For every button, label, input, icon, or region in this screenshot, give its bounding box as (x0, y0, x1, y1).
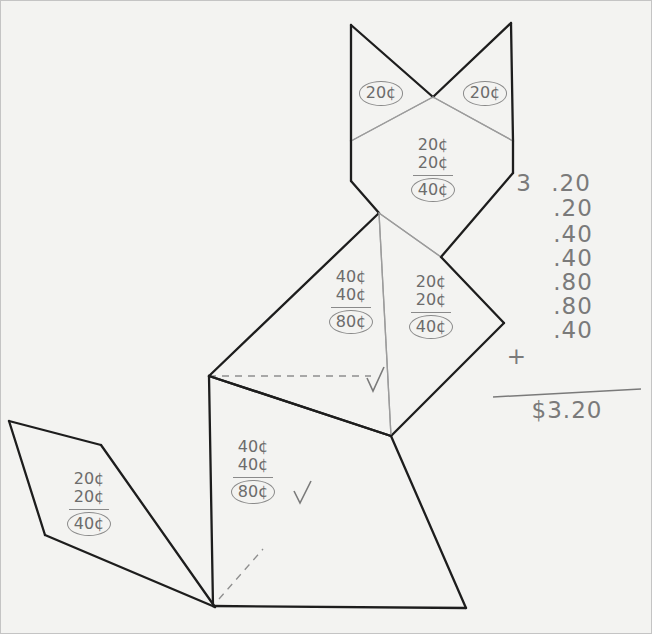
piece-edge (209, 213, 379, 376)
sum-figure: .40 (553, 222, 593, 247)
piece-outline (6, 418, 218, 610)
sum-figure: .80 (553, 270, 593, 295)
tangram-piece: 20¢20¢ 40¢ (6, 418, 218, 610)
price-stack: 20¢ (463, 80, 508, 105)
dashed-line (209, 375, 371, 376)
piece-edge (351, 97, 433, 141)
price-stack: 20¢20¢ 40¢ (411, 136, 456, 202)
price-text: 20¢ (416, 273, 447, 291)
piece-edge (441, 173, 513, 257)
piece-edge (213, 606, 466, 608)
price-text: 20¢ (416, 291, 447, 309)
tangram-piece: 20¢20¢ 40¢ (376, 210, 507, 439)
sum-figure: $3.20 (532, 398, 603, 423)
piece-edge (391, 323, 504, 436)
sum-rule (233, 477, 273, 478)
circled-total: 80¢ (329, 310, 374, 334)
circled-total: 20¢ (359, 81, 404, 105)
piece-edge (351, 97, 433, 141)
piece-edge (351, 181, 379, 213)
price-text: 20¢ (74, 488, 105, 506)
check-mark (294, 481, 311, 503)
piece-outline (348, 22, 436, 144)
circled-total: 40¢ (67, 512, 112, 536)
sum-figure: .20 (551, 171, 591, 196)
piece-edge (209, 376, 213, 606)
sum-rule (493, 389, 641, 397)
sum-figure: .40 (553, 318, 593, 343)
sum-figure: .40 (553, 246, 593, 271)
price-stack: 40¢40¢ 80¢ (231, 438, 276, 504)
sum-rule (411, 312, 451, 313)
piece-edge (379, 213, 391, 436)
piece-edge (379, 213, 391, 436)
price-stack: 20¢20¢ 40¢ (409, 273, 454, 339)
tangram-piece: 20¢ (348, 22, 436, 144)
sum-figure: .80 (553, 294, 593, 319)
piece-edge (391, 436, 466, 608)
price-stack: 40¢40¢ 80¢ (329, 268, 374, 334)
piece-edge (511, 23, 513, 141)
price-text: 40¢ (238, 438, 269, 456)
dashed-line (219, 549, 263, 599)
tangram-piece: 40¢40¢ 80¢ (206, 210, 394, 439)
piece-edge (350, 25, 352, 141)
price-text: 40¢ (336, 268, 367, 286)
sum-rule (331, 307, 371, 308)
price-text: 20¢ (418, 154, 449, 172)
price-stack: 20¢20¢ 40¢ (67, 470, 112, 536)
piece-edge (209, 376, 391, 436)
piece-edge (512, 141, 514, 173)
piece-edge (209, 376, 391, 436)
sum-figure: 3 (516, 171, 532, 196)
circled-total: 20¢ (463, 81, 508, 105)
circled-total: 40¢ (409, 315, 454, 339)
price-text: 20¢ (74, 470, 105, 488)
price-stack: 20¢ (359, 80, 404, 105)
piece-edge (9, 421, 101, 445)
piece-edge (45, 535, 215, 607)
circled-total: 40¢ (411, 178, 456, 202)
sum-figure: + (507, 344, 527, 369)
price-text: 20¢ (418, 136, 449, 154)
price-text: 40¢ (336, 286, 367, 304)
check-mark (367, 367, 384, 391)
sum-figure: .20 (553, 196, 593, 221)
price-text: 40¢ (238, 456, 269, 474)
tangram-piece: 20¢20¢ 40¢ (348, 94, 516, 260)
tangram-piece: 20¢ (430, 20, 516, 144)
piece-edge (9, 421, 45, 535)
piece-edge (433, 97, 513, 141)
piece-edge (441, 257, 504, 323)
piece-edge (433, 97, 513, 141)
sum-rule (413, 175, 453, 176)
tangram-piece: 40¢40¢ 80¢ (206, 373, 469, 611)
piece-edge (379, 213, 441, 257)
circled-total: 80¢ (231, 480, 276, 504)
sum-rule (69, 509, 109, 510)
piece-edge (379, 213, 441, 257)
piece-edge (350, 141, 352, 181)
